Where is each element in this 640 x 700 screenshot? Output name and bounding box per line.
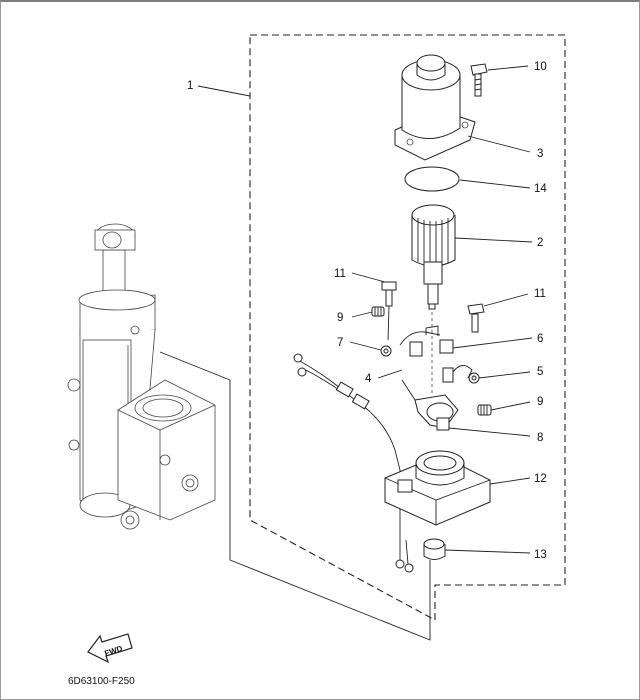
callout-12: 12 [534, 473, 547, 485]
callout-13: 13 [534, 549, 547, 561]
part-grommet-13 [423, 538, 446, 560]
part-brush-plate-8 [401, 379, 459, 431]
callout-2: 2 [537, 237, 543, 249]
callout-9-upper: 9 [337, 312, 343, 324]
part-screw-11-right [467, 303, 485, 333]
part-motor-3 [394, 54, 476, 161]
part-washer-7 [380, 345, 392, 357]
part-screw-11-left [381, 281, 397, 307]
callout-7: 7 [337, 337, 343, 349]
fwd-arrow: FWD [87, 633, 133, 664]
assembly-boundary [249, 34, 566, 621]
callout-14: 14 [534, 183, 547, 195]
mounting-reference-line [159, 351, 431, 641]
callout-1: 1 [187, 80, 193, 92]
callout-11-right: 11 [534, 288, 546, 300]
callout-9-lower: 9 [537, 396, 543, 408]
callout-3: 3 [537, 148, 543, 160]
callout-5: 5 [537, 366, 543, 378]
part-lead-wire-4 [293, 353, 414, 573]
callout-11-left: 11 [334, 268, 346, 280]
part-brush-lead-5 [442, 365, 480, 384]
part-screw-10 [470, 63, 488, 97]
part-spring-9-upper [371, 306, 385, 317]
part-motor-base-12 [384, 450, 491, 526]
part-spring-9-lower [477, 404, 492, 416]
drawing-code: 6D63100-F250 [68, 676, 135, 687]
leader-lines [197, 65, 533, 554]
part-brush-6 [399, 325, 454, 357]
tilt-cylinder-assembly [67, 223, 216, 530]
part-o-ring-14 [404, 166, 460, 192]
callout-labels: 1 10 3 14 2 11 11 9 6 7 5 4 9 8 12 13 [187, 61, 547, 561]
part-armature-2 [411, 204, 456, 310]
callout-10: 10 [534, 61, 547, 73]
callout-4: 4 [365, 373, 372, 385]
callout-8: 8 [537, 432, 543, 444]
callout-6: 6 [537, 333, 543, 345]
